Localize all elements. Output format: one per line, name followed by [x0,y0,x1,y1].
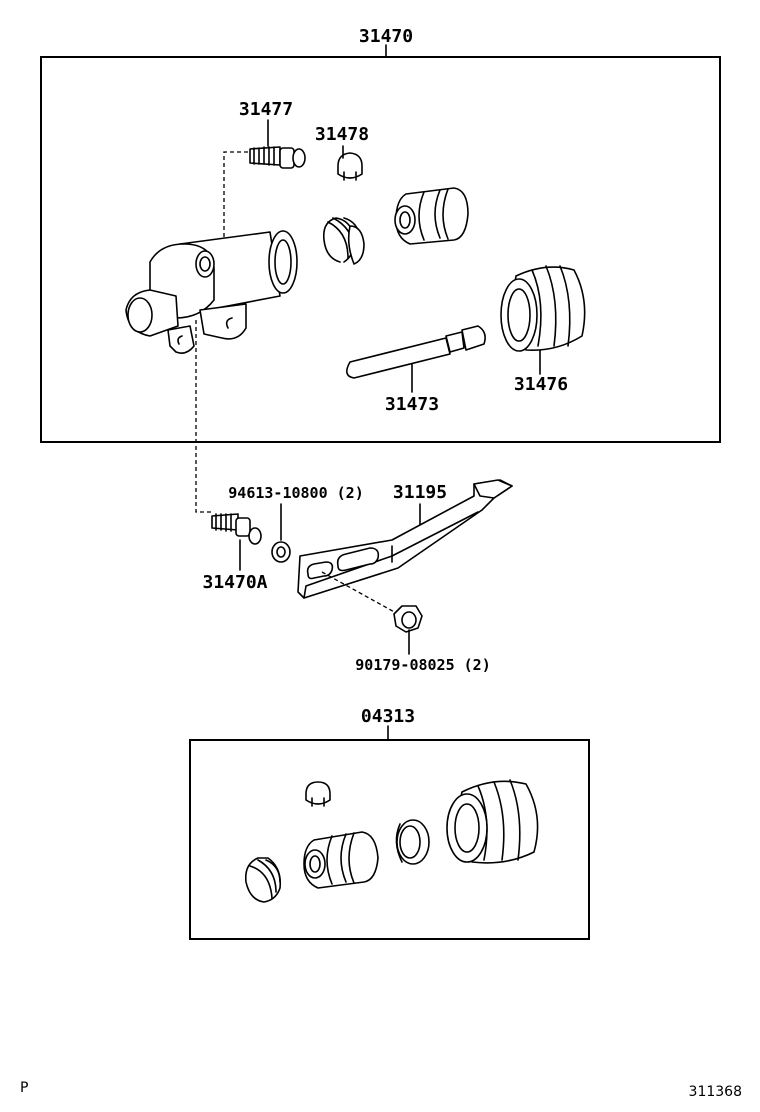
kit-cup-seal[interactable] [395,819,430,865]
kit-piston[interactable] [303,831,379,889]
slave-cylinder-body[interactable] [125,230,298,354]
bleeder-plug-31477[interactable] [249,119,306,169]
kit-boot[interactable] [446,779,539,864]
piston[interactable] [394,187,469,245]
label-31476[interactable]: 31476 [514,374,568,395]
kit-spring[interactable] [244,857,282,903]
kit-box [189,739,590,940]
label-04313[interactable]: 04313 [361,706,415,727]
washer-94613-10800[interactable] [271,503,291,563]
label-31470[interactable]: 31470 [359,26,413,47]
connector-nut [321,571,399,615]
footer-left: P [20,1080,28,1096]
push-rod-31473[interactable] [346,325,486,393]
label-31478[interactable]: 31478 [315,124,369,145]
label-31473[interactable]: 31473 [385,394,439,415]
kit-cap[interactable] [305,781,331,807]
bleeder-cap-31478[interactable] [337,145,363,181]
kit-04313-group: 04313 [189,706,590,940]
bleeder-plug-31470A[interactable] [211,513,262,571]
spring[interactable] [322,217,365,265]
label-31195[interactable]: 31195 [393,482,447,503]
bracket-31195[interactable] [297,479,513,599]
boot-31476[interactable] [500,265,586,375]
connector-lower-bleeder [195,320,212,513]
label-31470A[interactable]: 31470A [202,572,267,593]
footer-right: 311368 [689,1084,742,1100]
assembly-box [40,56,721,443]
label-31477[interactable]: 31477 [239,99,293,120]
label-94613-10800[interactable]: 94613-10800 (2) [228,484,363,502]
nut-90179-08025[interactable] [393,605,423,655]
label-90179-08025[interactable]: 90179-08025 (2) [355,656,490,674]
assembly-31470-group: 31470 31477 31478 [40,26,721,513]
